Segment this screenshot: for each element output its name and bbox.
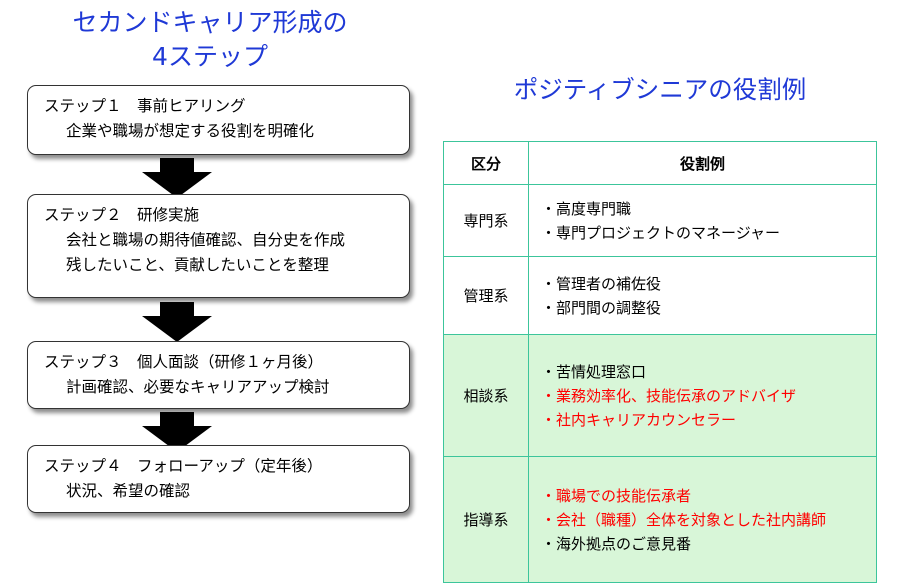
step-4-box: ステップ４ フォローアップ（定年後） 状況、希望の確認 [27, 445, 410, 513]
step-4-label: ステップ４ フォローアップ（定年後） [44, 457, 323, 475]
list-item: ・海外拠点のご意見番 [541, 534, 692, 553]
list-item: ・業務効率化、技能伝承のアドバイザ [541, 386, 797, 405]
list-item: ・部門間の調整役 [541, 298, 662, 317]
row-items: ・管理者の補佐役 ・部門間の調整役 [528, 256, 877, 335]
row-items: ・苦情処理窓口 ・業務効率化、技能伝承のアドバイザ ・社内キャリアカウンセラー [528, 334, 877, 457]
row-category: 専門系 [443, 184, 529, 257]
step-1-box: ステップ１ 事前ヒアリング 企業や職場が想定する役割を明確化 [27, 85, 410, 155]
list-item: ・職場での技能伝承者 [541, 486, 692, 505]
step-3-desc: 計画確認、必要なキャリアアップ検討 [66, 378, 330, 396]
table-row: 相談系 ・苦情処理窓口 ・業務効率化、技能伝承のアドバイザ ・社内キャリアカウン… [443, 334, 877, 457]
row-items: ・職場での技能伝承者 ・会社（職種）全体を対象とした社内講師 ・海外拠点のご意見… [528, 456, 877, 583]
step-3-label: ステップ３ 個人面談（研修１ヶ月後） [44, 353, 324, 371]
step-1-desc: 企業や職場が想定する役割を明確化 [66, 122, 315, 140]
row-items: ・高度専門職 ・専門プロジェクトのマネージャー [528, 184, 877, 257]
row-category: 指導系 [443, 456, 529, 583]
down-arrow-icon [142, 158, 212, 198]
table-row: 管理系 ・管理者の補佐役 ・部門間の調整役 [443, 256, 877, 335]
step-3-box: ステップ３ 個人面談（研修１ヶ月後） 計画確認、必要なキャリアアップ検討 [27, 341, 410, 409]
step-2-desc-1: 会社と職場の期待値確認、自分史を作成 [66, 231, 346, 249]
steps-title: セカンドキャリア形成の 4ステップ [40, 6, 380, 74]
roles-table: 区分 役割例 専門系 ・高度専門職 ・専門プロジェクトのマネージャー 管理系 ・… [443, 141, 877, 583]
table-header-row: 区分 役割例 [443, 141, 877, 185]
down-arrow-icon [142, 302, 212, 342]
steps-title-line1: セカンドキャリア形成の [72, 8, 348, 37]
row-category: 管理系 [443, 256, 529, 335]
roles-title: ポジティブシニアの役割例 [513, 75, 807, 104]
list-item: ・専門プロジェクトのマネージャー [541, 223, 780, 242]
step-2-box: ステップ２ 研修実施 会社と職場の期待値確認、自分史を作成 残したいこと、貢献し… [27, 194, 410, 298]
step-2-label: ステップ２ 研修実施 [44, 206, 200, 224]
steps-title-line2: 4ステップ [152, 42, 268, 71]
list-item: ・苦情処理窓口 [541, 362, 647, 381]
list-item: ・高度専門職 [541, 199, 632, 218]
header-category: 区分 [443, 141, 529, 185]
step-4-desc: 状況、希望の確認 [66, 482, 191, 500]
step-1-label: ステップ１ 事前ヒアリング [44, 97, 246, 115]
header-roles: 役割例 [528, 141, 877, 185]
table-row: 専門系 ・高度専門職 ・専門プロジェクトのマネージャー [443, 184, 877, 257]
row-category: 相談系 [443, 334, 529, 457]
step-2-desc-2: 残したいこと、貢献したいことを整理 [66, 256, 329, 274]
list-item: ・会社（職種）全体を対象とした社内講師 [541, 510, 827, 529]
list-item: ・社内キャリアカウンセラー [541, 410, 737, 429]
list-item: ・管理者の補佐役 [541, 274, 662, 293]
table-row: 指導系 ・職場での技能伝承者 ・会社（職種）全体を対象とした社内講師 ・海外拠点… [443, 456, 877, 583]
